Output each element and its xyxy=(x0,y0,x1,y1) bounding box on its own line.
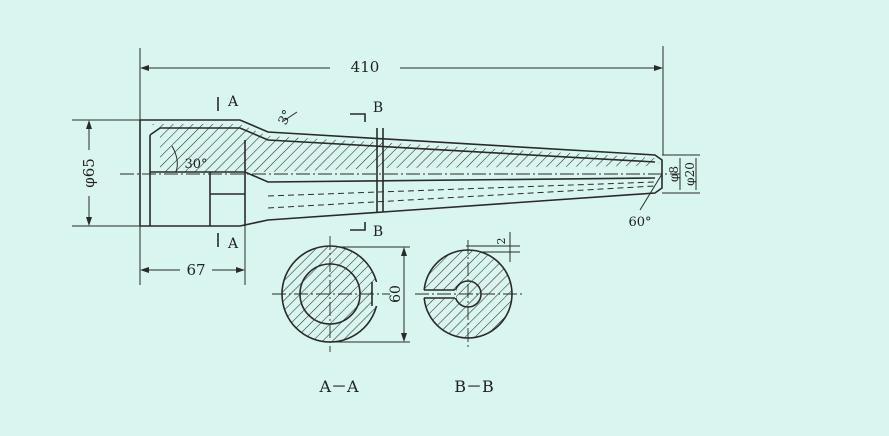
inner-bore xyxy=(149,127,656,163)
dim-bore-length: 67 xyxy=(186,261,205,279)
hidden-line-2 xyxy=(267,181,656,197)
hidden-line-1 xyxy=(267,185,656,209)
section-title-aa: A－A xyxy=(318,377,359,396)
angle-chamfer: 30° xyxy=(184,157,207,172)
bore-midline xyxy=(150,171,656,183)
dim-tip-inner-diameter: φ8 xyxy=(667,166,681,182)
cut-mark-b-bottom xyxy=(350,222,366,231)
chamfer-arc xyxy=(171,145,178,173)
angle-tip: 60° xyxy=(628,215,651,230)
dim-outer-diameter: φ65 xyxy=(80,158,98,188)
main-view xyxy=(120,97,680,247)
marker-a-bottom: A xyxy=(227,236,239,252)
dim-overall-length: 410 xyxy=(351,58,380,76)
taper-angle-leader xyxy=(281,111,298,123)
section-title-bb: B－B xyxy=(454,377,494,396)
tip-angle-leader xyxy=(639,173,663,211)
angle-taper: 3° xyxy=(276,108,296,128)
dim-tip-outer-diameter: φ20 xyxy=(683,162,697,186)
dim-slot-width: 2 xyxy=(495,238,508,245)
marker-b-bottom: B xyxy=(373,224,383,240)
cut-mark-b-top xyxy=(350,113,366,122)
dim-section-height: 60 xyxy=(388,285,404,303)
dimension-lines xyxy=(72,46,700,343)
section-a-a xyxy=(272,236,390,352)
marker-b-top: B xyxy=(373,100,383,116)
marker-a-top: A xyxy=(227,94,239,110)
section-b-b xyxy=(415,240,522,348)
